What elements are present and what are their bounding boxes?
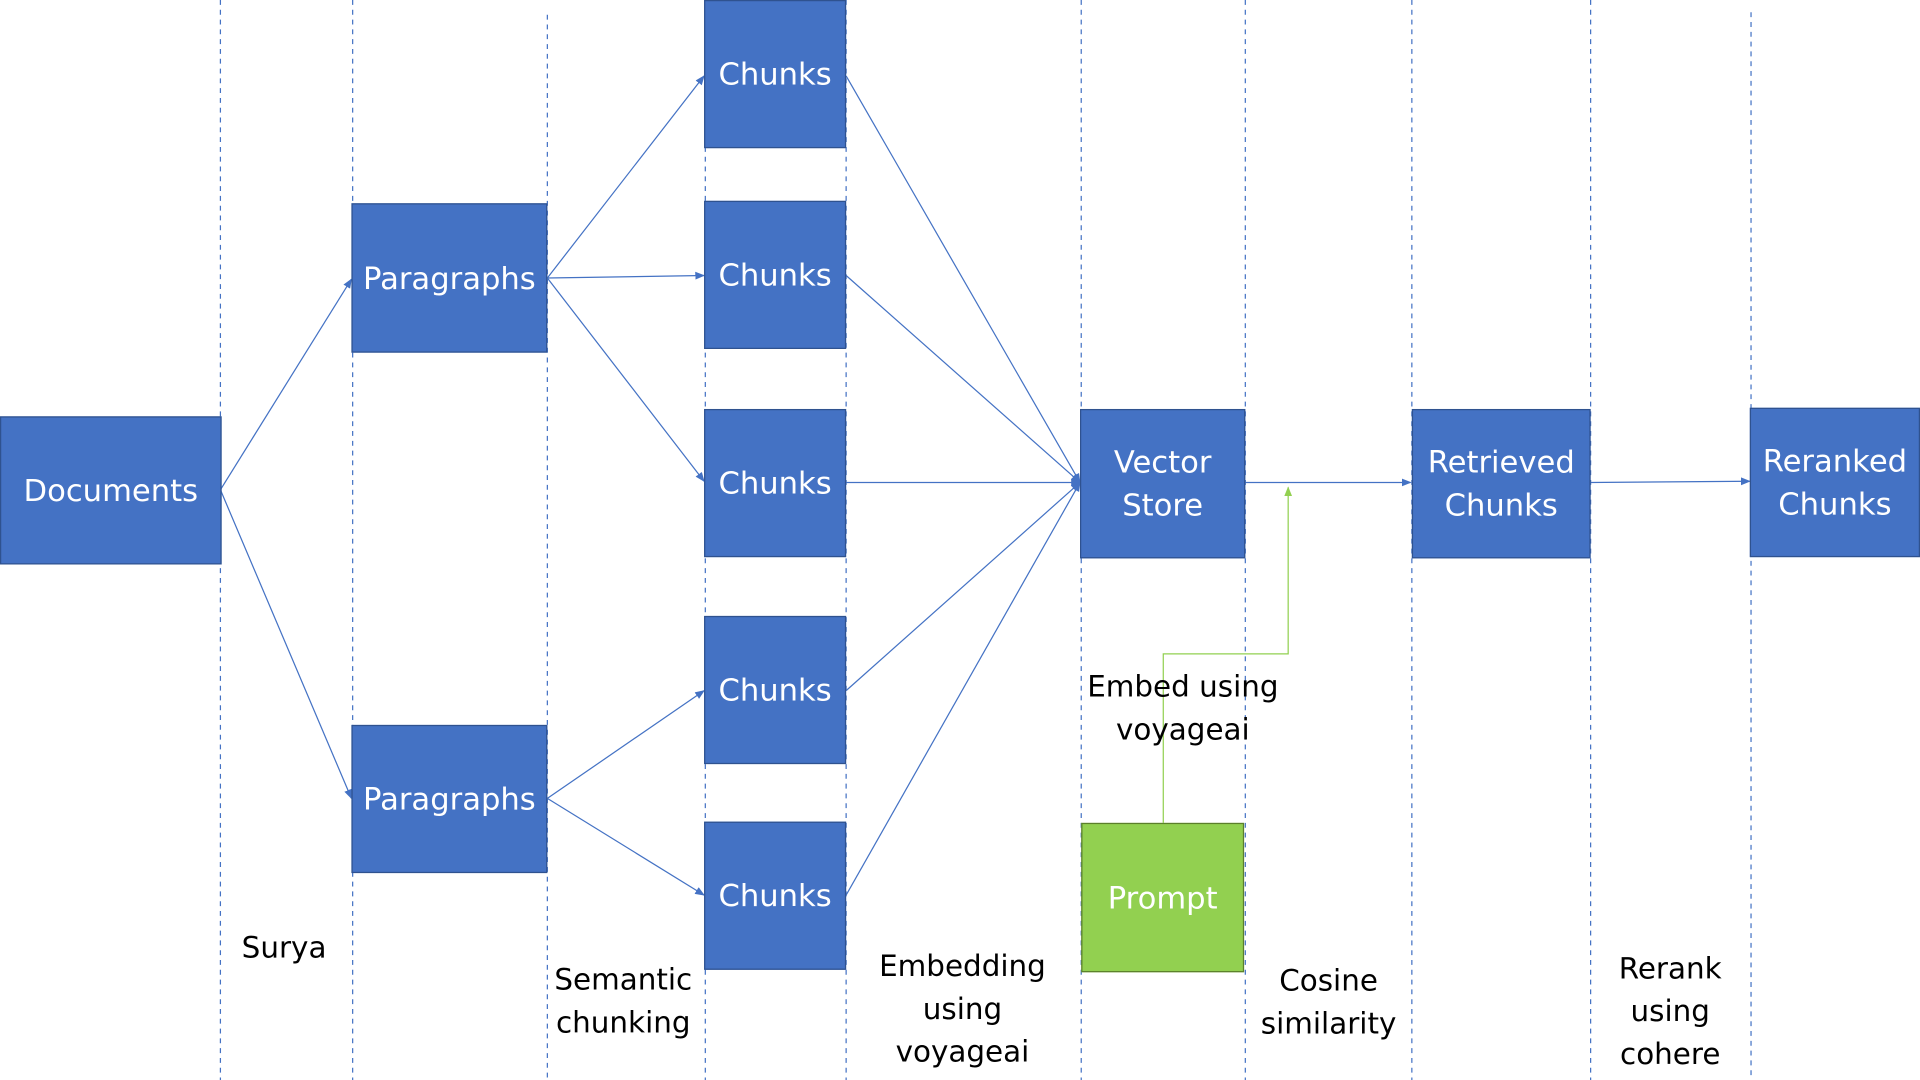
arrow-retrieved-reranked [1589,477,1751,486]
arrow-prompt-to-similarity [1162,486,1293,823]
stage-label-rerank: Rerank using cohere [1618,951,1722,1072]
chunks-node-5: Chunks [704,821,847,970]
stage-label-embedding: Embedding using voyageai [879,948,1046,1069]
arrow-chunks-1-vector-store [845,75,1081,484]
arrow-chunks-4-vector-store [845,481,1081,692]
stage-label-cosine-similarity: Cosine similarity [1260,963,1397,1041]
chunks-node-4: Chunks [704,615,847,765]
documents-node: Documents [0,416,222,565]
stage-label-semantic-chunking: Semantic chunking [554,962,693,1040]
reranked-chunks-node: Reranked Chunks [1749,407,1920,558]
arrow-documents-paragraphs-1 [219,278,352,491]
stage-label-surya: Surya [241,930,327,965]
arrow-paragraphs-1-chunks-2 [547,271,706,280]
arrow-chunks-5-vector-store [845,481,1081,896]
prompt-node: Prompt [1081,822,1245,973]
arrow-paragraphs-2-chunks-4 [547,690,705,799]
arrow-paragraphs-1-chunks-1 [546,75,705,279]
vector-store-node: Vector Store [1080,408,1246,559]
arrow-paragraphs-1-chunks-3 [546,277,705,483]
retrieved-chunks-node: Retrieved Chunks [1411,408,1591,559]
arrow-chunks-2-vector-store [845,275,1081,484]
chunks-node-1: Chunks [704,0,847,149]
chunks-node-2: Chunks [704,200,847,349]
paragraphs-node-2: Paragraphs [351,724,548,874]
chunks-node-3: Chunks [704,408,847,558]
flow-arrows [219,75,1751,896]
arrow-paragraphs-2-chunks-5 [547,797,705,896]
stage-label-embed-prompt: Embed using voyageai [1087,669,1279,747]
arrow-documents-paragraphs-2 [219,489,352,800]
paragraphs-node-1: Paragraphs [351,203,548,353]
